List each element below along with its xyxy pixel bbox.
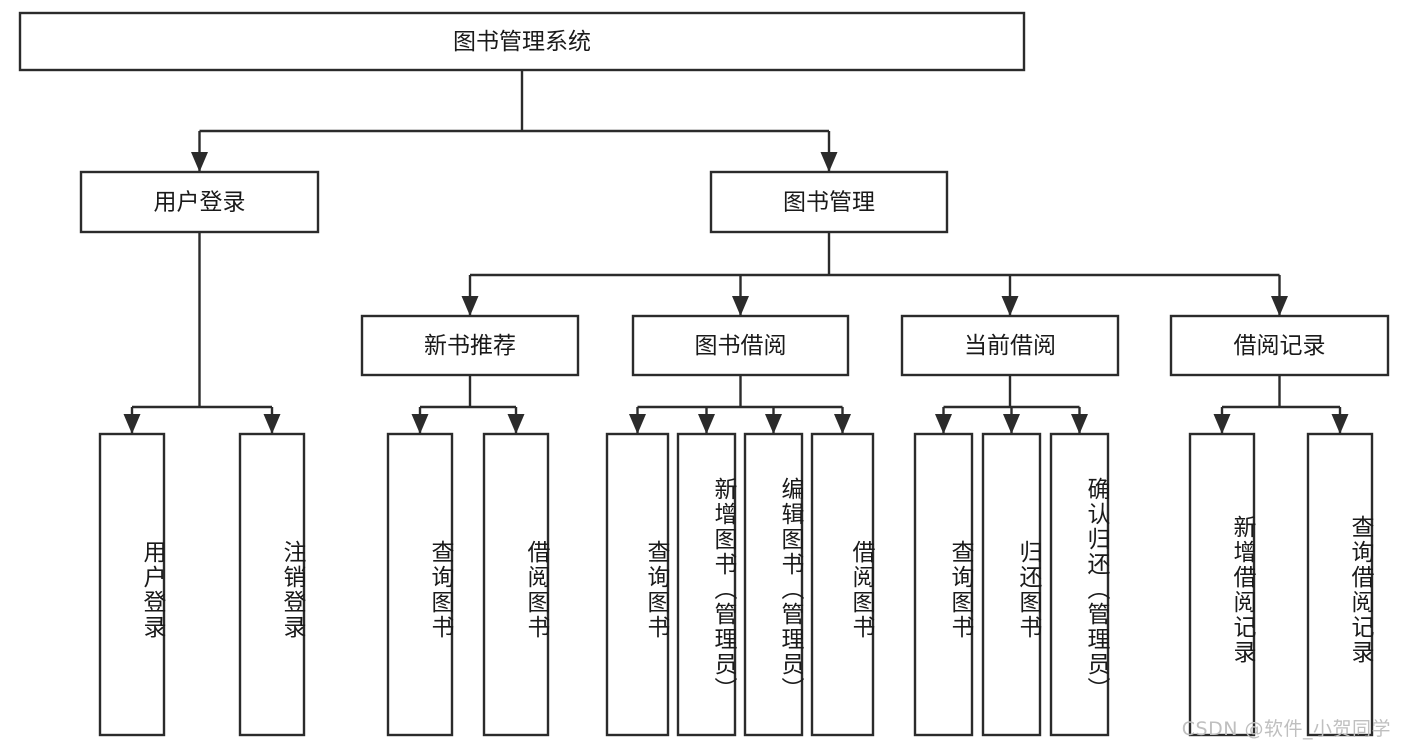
arrow-head-icon — [191, 152, 208, 172]
node-label-book-manage: 图书管理 — [783, 190, 875, 216]
arrow-head-icon — [935, 414, 952, 434]
node-box-borrow-record[interactable] — [1169, 314, 1390, 377]
node-label-current-borrow: 当前借阅 — [964, 333, 1056, 359]
arrow-head-icon — [732, 296, 749, 316]
node-box-query-book-2[interactable] — [605, 432, 670, 737]
arrow-head-icon — [629, 414, 646, 434]
arrow-head-icon — [1271, 296, 1288, 316]
node-box-borrow-book-1[interactable] — [482, 432, 550, 737]
node-box-borrow-book-2[interactable] — [810, 432, 875, 737]
node-box-query-book-1[interactable] — [386, 432, 454, 737]
node-box-query-book-3[interactable] — [913, 432, 974, 737]
arrow-head-icon — [123, 414, 141, 434]
arrow-head-icon — [411, 414, 429, 434]
watermark-text: CSDN @软件_小贺同学 — [1181, 718, 1391, 740]
node-box-return-book[interactable] — [981, 432, 1042, 737]
node-box-user-login[interactable] — [79, 170, 320, 234]
node-box-confirm-return-admin[interactable] — [1049, 432, 1110, 737]
arrow-head-icon — [263, 414, 281, 434]
node-label-user-login: 用户登录 — [154, 190, 246, 216]
node-box-book-borrow[interactable] — [631, 314, 850, 377]
node-box-query-borrow-record[interactable] — [1306, 432, 1374, 737]
node-box-new-book-recommend[interactable] — [360, 314, 580, 377]
connector-lines — [123, 70, 1349, 434]
arrow-head-icon — [1331, 414, 1349, 434]
arrow-head-icon — [461, 296, 479, 316]
node-label-new-book-recommend: 新书推荐 — [424, 333, 516, 359]
node-box-edit-book-admin[interactable] — [743, 432, 804, 737]
arrow-head-icon — [1213, 414, 1231, 434]
arrow-head-icon — [834, 414, 851, 434]
node-label-borrow-record: 借阅记录 — [1234, 333, 1326, 359]
node-box-current-borrow[interactable] — [900, 314, 1120, 377]
arrow-head-icon — [765, 414, 782, 434]
node-box-book-manage[interactable] — [709, 170, 949, 234]
arrow-head-icon — [507, 414, 525, 434]
node-box-root[interactable] — [18, 11, 1026, 72]
node-label-root: 图书管理系统 — [453, 29, 591, 55]
arrow-head-icon — [1003, 414, 1020, 434]
node-box-user-logout[interactable] — [238, 432, 306, 737]
arrow-head-icon — [698, 414, 715, 434]
arrow-head-icon — [820, 152, 838, 172]
node-boxes — [18, 11, 1390, 737]
node-box-add-book-admin[interactable] — [676, 432, 737, 737]
arrow-head-icon — [1001, 296, 1019, 316]
node-label-book-borrow: 图书借阅 — [695, 333, 787, 359]
node-box-add-borrow-record[interactable] — [1188, 432, 1256, 737]
node-box-user-login-do[interactable] — [98, 432, 166, 737]
arrow-head-icon — [1071, 414, 1088, 434]
